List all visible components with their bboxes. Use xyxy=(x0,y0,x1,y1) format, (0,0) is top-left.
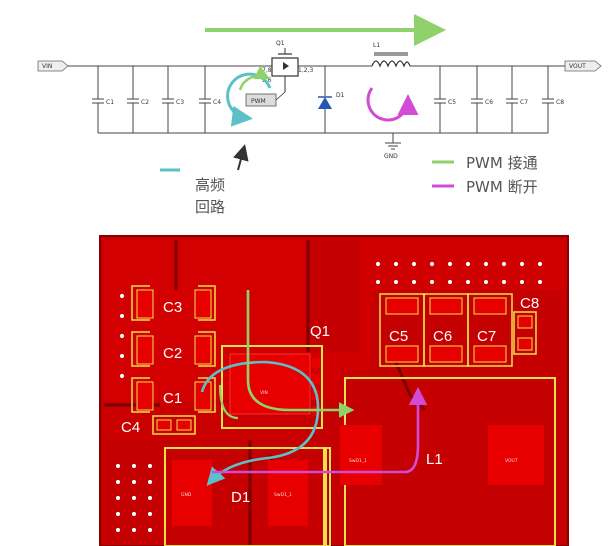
vout-port xyxy=(564,60,602,72)
pcb-c5-label: C5 xyxy=(389,328,408,345)
loop-pointer-arrow xyxy=(233,144,249,171)
pcb-pwm-off-path xyxy=(212,386,428,474)
pcb-layout: C3 C2 C1 C4 VIN Q1 xyxy=(99,235,569,546)
pcb-c8-label: C8 xyxy=(520,295,539,312)
vin-port xyxy=(37,60,69,72)
q1-pins-left: 7,8 xyxy=(262,67,272,74)
vin-label: VIN xyxy=(42,63,52,70)
sch-c6-label: C6 xyxy=(485,99,493,106)
d1-diode: D1 xyxy=(318,92,345,133)
sch-c4-label: C4 xyxy=(213,99,221,106)
legend: 高频 回路 PWM 接通 PWM 断开 xyxy=(160,154,538,216)
schematic: VIN VOUT C1 C2 C3 C4 Q1 xyxy=(37,14,602,171)
pcb-q1-label: Q1 xyxy=(310,323,330,340)
pcb-c7-label: C7 xyxy=(477,328,496,345)
pad-vout-label: VOUT xyxy=(505,458,518,464)
sch-l1-label: L1 xyxy=(373,42,380,49)
sch-gnd-label: GND xyxy=(384,153,398,160)
sch-c8-label: C8 xyxy=(556,99,564,106)
legend-high-freq-line2: 回路 xyxy=(195,198,225,216)
pcb-c4-label: C4 xyxy=(121,419,140,436)
sch-c5-label: C5 xyxy=(448,99,456,106)
pwm-on-loop-small xyxy=(238,65,271,91)
pcb-l1-label: L1 xyxy=(426,451,443,468)
pcb-d1: GND SwD1_1 D1 xyxy=(164,447,331,546)
legend-pwm-off: PWM 断开 xyxy=(466,178,538,196)
pcb-pwm-on-path xyxy=(246,290,355,418)
sch-c3-label: C3 xyxy=(176,99,184,106)
sch-c2-label: C2 xyxy=(141,99,149,106)
sch-q1-label: Q1 xyxy=(276,40,285,47)
pcb-d1-label: D1 xyxy=(231,489,250,506)
pad-swd1-label: SwD1_1 xyxy=(349,458,367,464)
sch-d1-label: D1 xyxy=(336,92,345,99)
pcb-c6-label: C6 xyxy=(433,328,452,345)
pcb-l1: SwD1_1 VOUT L1 xyxy=(340,377,556,546)
gnd-symbol: GND xyxy=(384,133,401,160)
pcb-output-caps: C5 C6 C7 C8 xyxy=(379,293,539,367)
pcb-c2-label: C2 xyxy=(163,345,182,362)
pcb-c1-label: C1 xyxy=(163,390,182,407)
sch-c1-label: C1 xyxy=(106,99,114,106)
l1-inductor: L1 xyxy=(371,42,411,68)
pcb-high-freq-loop xyxy=(200,360,320,486)
sch-c7-label: C7 xyxy=(520,99,528,106)
pad-gnd-label: GND xyxy=(181,492,192,498)
pwm-box-label: PWM xyxy=(251,98,266,105)
pwm-off-loop xyxy=(366,87,419,122)
via-array-top-right xyxy=(375,261,543,285)
pad-swd2-label: SwD1_1 xyxy=(274,492,292,498)
pcb-c3-label: C3 xyxy=(163,299,182,316)
q1-pins-right: 1,2,3 xyxy=(298,67,313,74)
via-array-left xyxy=(119,293,125,379)
input-capacitors: C1 C2 C3 C4 xyxy=(92,66,221,133)
via-array-bottom-left xyxy=(115,463,153,533)
pad-vin-label: VIN xyxy=(260,390,268,396)
output-capacitors: C5 C6 C7 C8 xyxy=(434,66,564,133)
vout-label: VOUT xyxy=(569,63,586,70)
legend-high-freq-line1: 高频 xyxy=(195,176,225,194)
pcb-input-caps: C3 C2 C1 C4 xyxy=(121,285,216,436)
legend-pwm-on: PWM 接通 xyxy=(466,154,538,172)
